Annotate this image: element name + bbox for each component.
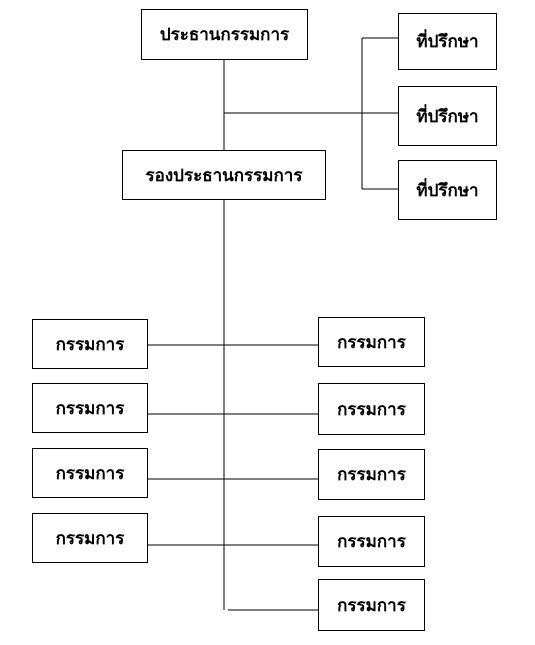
chairman-box: ประธานกรรมการ <box>141 9 308 60</box>
committee-box-left: กรรมการ <box>32 319 148 369</box>
committee-box-left: กรรมการ <box>32 383 148 433</box>
committee-box-right: กรรมการ <box>318 579 425 631</box>
committee-label: กรรมการ <box>337 595 406 616</box>
advisor-box: ที่ปรึกษา <box>398 13 497 70</box>
committee-label: กรรมการ <box>55 528 125 549</box>
advisor-box: ที่ปรึกษา <box>398 86 497 146</box>
committee-box-left: กรรมการ <box>32 448 148 498</box>
advisor-box: ที่ปรึกษา <box>398 160 497 220</box>
committee-box-left: กรรมการ <box>32 513 148 563</box>
committee-label: กรรมการ <box>55 463 125 484</box>
advisor-label: ที่ปรึกษา <box>416 32 479 52</box>
committee-label: กรรมการ <box>337 399 406 420</box>
vice-chairman-box: รองประธานกรรมการ <box>122 150 326 200</box>
vice-chairman-label: รองประธานกรรมการ <box>145 165 303 186</box>
chairman-label: ประธานกรรมการ <box>159 25 290 45</box>
committee-label: กรรมการ <box>55 398 125 419</box>
committee-label: กรรมการ <box>55 334 125 355</box>
committee-box-right: กรรมการ <box>318 383 425 435</box>
advisor-label: ที่ปรึกษา <box>416 106 479 127</box>
committee-box-right: กรรมการ <box>318 449 425 500</box>
committee-label: กรรมการ <box>337 532 406 552</box>
committee-label: กรรมการ <box>337 465 406 485</box>
committee-label: กรรมการ <box>337 332 406 353</box>
committee-box-right: กรรมการ <box>318 516 425 567</box>
advisor-label: ที่ปรึกษา <box>416 180 479 201</box>
committee-box-right: กรรมการ <box>318 317 425 367</box>
